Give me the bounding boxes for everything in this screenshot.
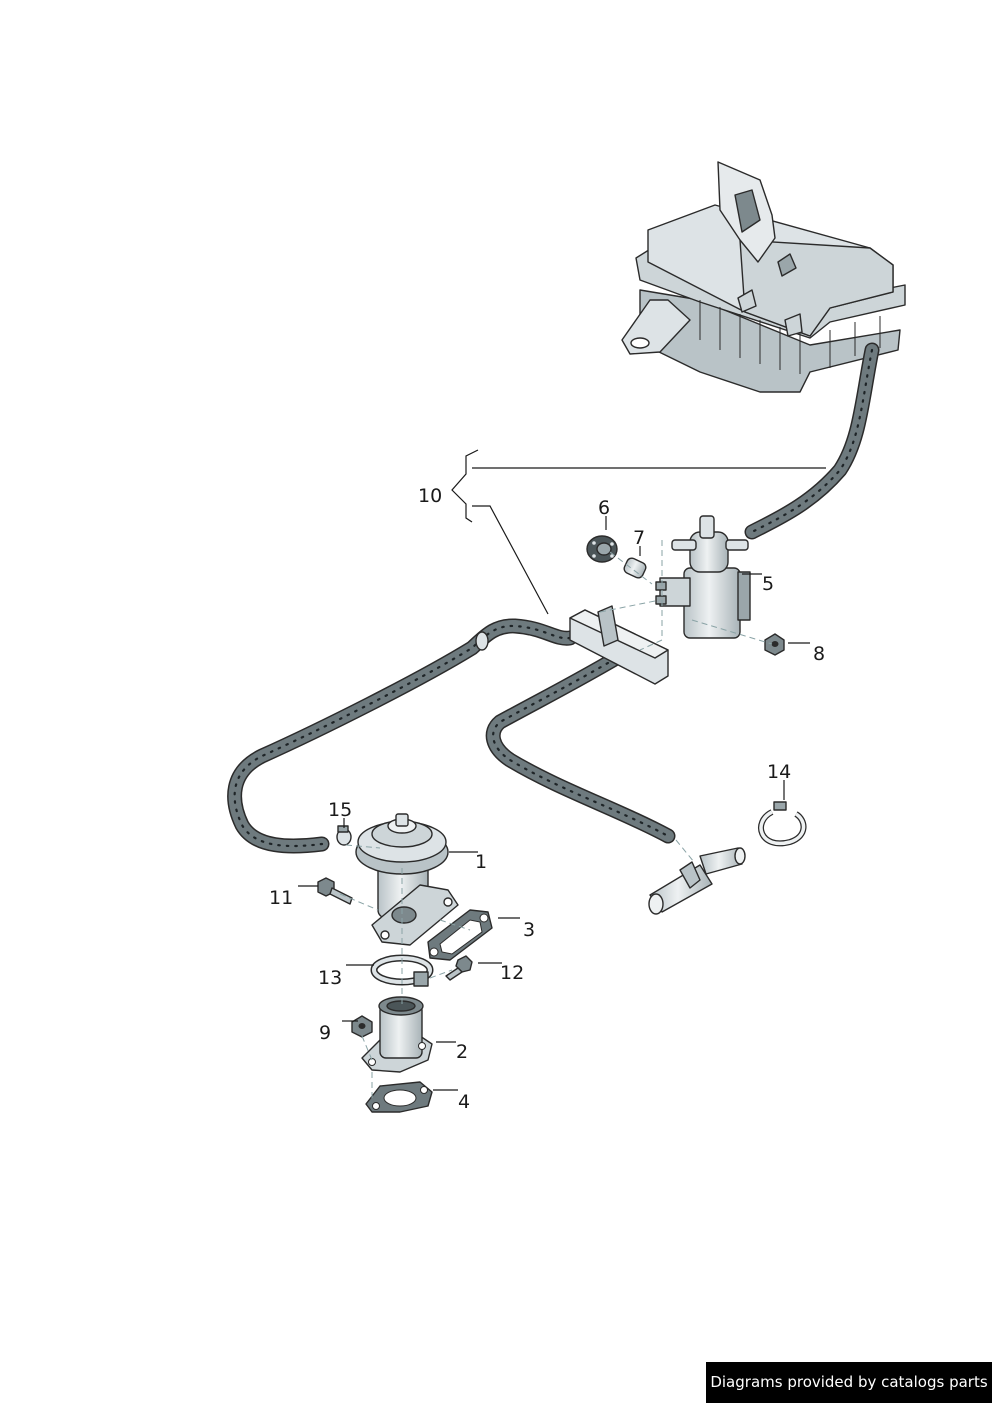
assembly-axes: [339, 540, 773, 1102]
hose-clip-14: [758, 801, 807, 847]
callout-3: 3: [523, 919, 535, 941]
callout-13: 13: [318, 967, 342, 989]
air-filter-housing: [621, 161, 906, 393]
callout-6: 6: [598, 497, 610, 519]
bolt-11: [317, 877, 353, 905]
vacuum-hoses: [227, 342, 880, 854]
spacer-sleeve: [623, 557, 647, 579]
hex-nut-8: [764, 633, 785, 656]
callout-numbers: 1 2 3 4 5 6 7 8 9 10 11 12 13 14 15: [269, 485, 825, 1113]
connecting-pipe: [361, 996, 433, 1073]
callout-14: 14: [767, 761, 791, 783]
bolt-12: [445, 955, 473, 981]
callout-15: 15: [328, 799, 352, 821]
callout-7: 7: [633, 527, 645, 549]
callout-2: 2: [456, 1041, 468, 1063]
callout-12: 12: [500, 962, 524, 984]
gasket-egr: [427, 909, 493, 961]
t-piece-connector: [648, 847, 746, 915]
egr-valve: [355, 813, 459, 946]
rubber-grommet: [586, 535, 618, 563]
callout-1: 1: [475, 851, 487, 873]
hose-clamp-small: [336, 825, 352, 846]
footer-credit: Diagrams provided by catalogs parts: [706, 1362, 992, 1403]
callout-11: 11: [269, 887, 293, 909]
callout-9: 9: [319, 1022, 331, 1044]
hose-bracket: [569, 605, 669, 685]
leader-lines: [298, 449, 826, 1091]
callout-5: 5: [762, 573, 774, 595]
solenoid-valve: [655, 515, 751, 639]
callout-8: 8: [813, 643, 825, 665]
callout-10: 10: [418, 485, 442, 507]
gasket-pipe: [365, 1081, 433, 1113]
hex-nut-9: [351, 1015, 373, 1038]
callout-4: 4: [458, 1091, 470, 1113]
